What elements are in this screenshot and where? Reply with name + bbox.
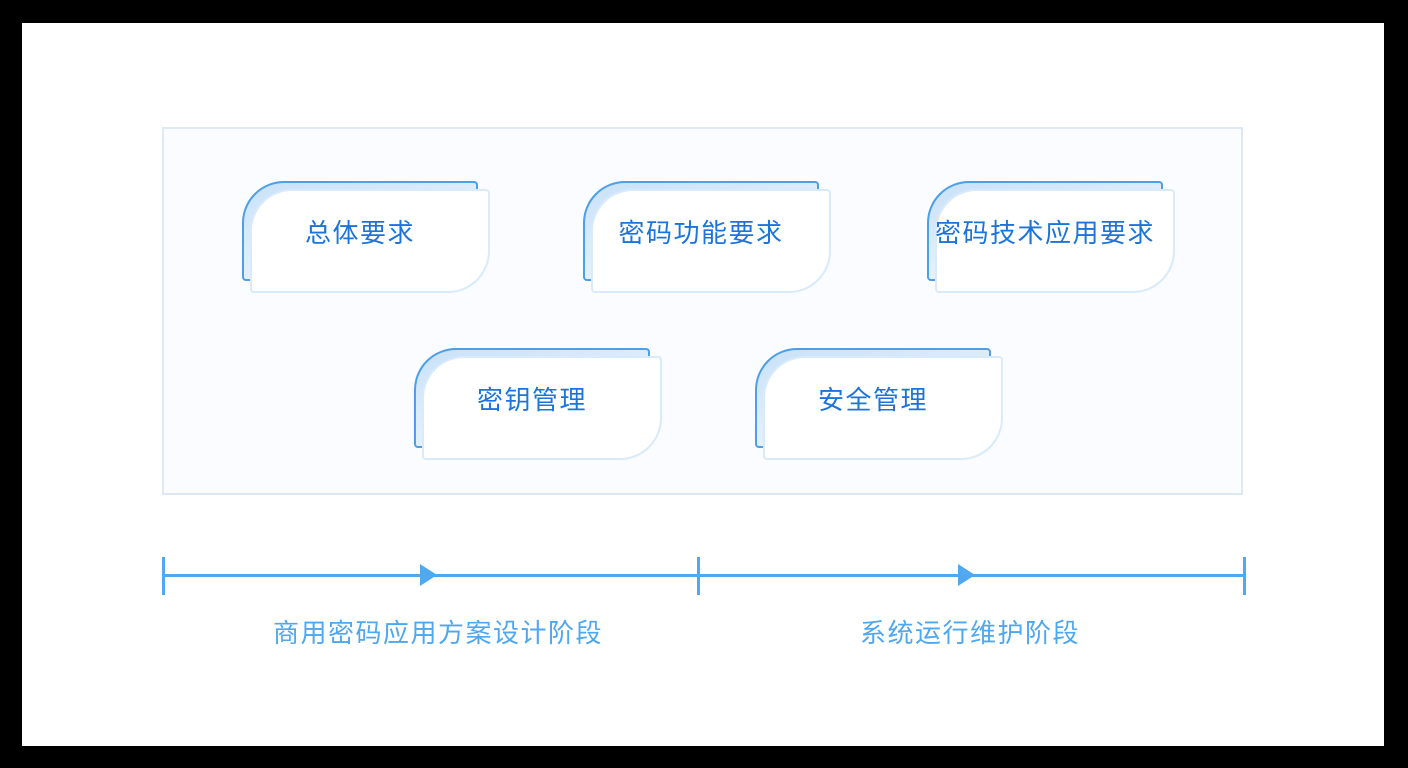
timeline-tick-middle [697,557,700,595]
requirements-panel: 总体要求 密码功能要求 密码技术应用要求 密钥管理 安全管理 [162,127,1243,495]
timeline-arrow-icon [958,564,975,586]
node-label: 总体要求 [304,217,415,248]
node-label: 密码技术应用要求 [934,217,1155,248]
timeline-axis-line [162,574,1245,577]
node-label: 安全管理 [817,384,928,415]
timeline-tick-end [1243,557,1246,595]
timeline-stage-label-design: 商用密码应用方案设计阶段 [272,618,603,648]
diagram-node-overall-requirements: 总体要求 [242,181,490,293]
timeline-arrow-icon [420,564,437,586]
node-label: 密码功能要求 [618,217,784,248]
diagram-node-security-management: 安全管理 [755,348,1003,460]
diagram-node-key-management: 密钥管理 [414,348,662,460]
diagram-node-crypto-function-requirements: 密码功能要求 [583,181,831,293]
diagram-node-crypto-tech-application-requirements: 密码技术应用要求 [927,181,1175,293]
timeline-tick-start [162,557,165,595]
node-label: 密钥管理 [476,384,587,415]
timeline-stage-label-operation-maintenance: 系统运行维护阶段 [859,618,1080,648]
page-background: 总体要求 密码功能要求 密码技术应用要求 密钥管理 安全管理 商用密码应用方案设 [22,23,1384,746]
